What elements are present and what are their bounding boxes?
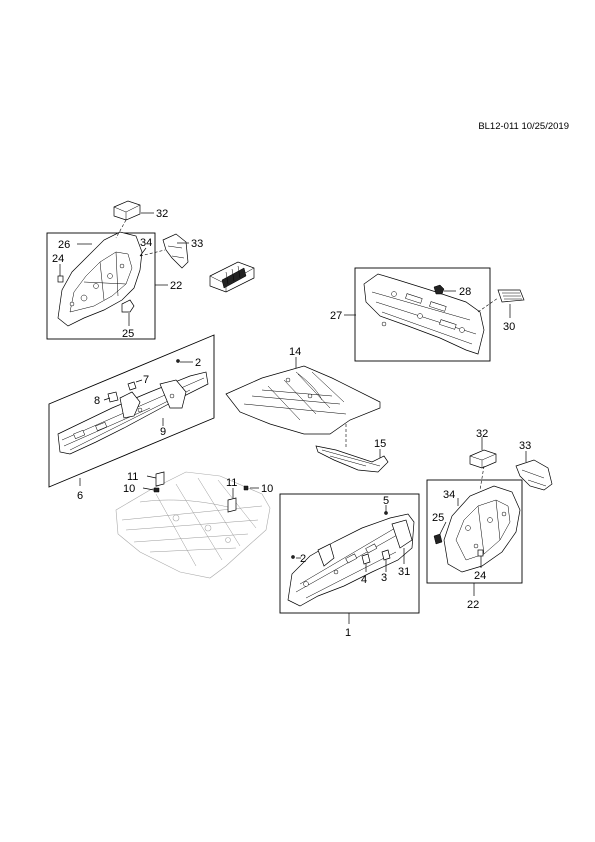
group-27-frame <box>354 267 491 362</box>
part-10-fastener-left <box>153 487 160 493</box>
diagram-code: BL12-011 10/25/2019 <box>478 121 569 132</box>
group-22-frame-upper <box>46 232 156 340</box>
callout-14: 14 <box>289 346 301 358</box>
callout-11-left: 11 <box>127 471 138 483</box>
part-10-fastener-right <box>243 485 249 491</box>
callout-7: 7 <box>143 374 149 386</box>
callout-24-upper: 24 <box>52 253 64 265</box>
callout-26: 26 <box>58 239 70 251</box>
part-25-clip-lower <box>433 533 443 545</box>
callout-3: 3 <box>381 572 387 584</box>
callout-34-upper: 34 <box>140 237 152 249</box>
part-7-clip <box>127 381 137 391</box>
callout-10-left: 10 <box>123 483 135 495</box>
callout-1: 1 <box>345 627 351 639</box>
part-28-nut <box>433 284 445 295</box>
callout-24-lower: 24 <box>474 570 486 582</box>
group-1-frame <box>279 493 420 614</box>
callout-30: 30 <box>503 321 515 333</box>
part-11-bracket-right <box>227 497 237 513</box>
callout-25-lower: 25 <box>432 512 444 524</box>
callout-22-lower: 22 <box>467 599 479 611</box>
wheelhouse-panel-lower <box>443 485 521 573</box>
group-6-left: 2 7 8 9 6 <box>48 334 215 502</box>
part-25-clip-upper <box>121 299 135 313</box>
callout-25-upper: 25 <box>122 328 134 340</box>
crossmember-15: 15 <box>315 438 389 473</box>
callout-5: 5 <box>383 495 389 507</box>
group-22-lower-right: 32 33 34 25 24 22 <box>426 428 553 611</box>
callout-22-upper: 22 <box>170 280 182 292</box>
part-4-clip <box>361 553 371 565</box>
part-32-block-lower <box>469 449 497 469</box>
callout-2-center: 2 <box>300 553 306 565</box>
group-27-upper-right: 28 27 30 <box>330 267 525 362</box>
callout-33-upper: 33 <box>191 238 203 250</box>
part-24-fastener-lower <box>477 549 484 557</box>
part-33-bracket-upper <box>162 233 189 269</box>
part-8-clip <box>107 391 119 403</box>
crossmember-15-part <box>315 445 389 473</box>
part-2-bolt-center <box>291 555 295 559</box>
part-3-clip <box>381 549 391 561</box>
wheelhouse-panel-upper <box>57 231 143 327</box>
callout-4: 4 <box>361 574 367 586</box>
group-6-frame <box>48 334 215 488</box>
part-24-fastener-upper <box>57 275 64 283</box>
floor-panel-14: 14 <box>225 346 381 448</box>
callout-27: 27 <box>330 310 342 322</box>
callout-32-upper: 32 <box>156 208 168 220</box>
group-22-upper-left: 32 26 34 33 24 22 25 <box>46 200 203 340</box>
callout-2-left: 2 <box>195 357 201 369</box>
callout-33-lower: 33 <box>519 440 531 452</box>
reference-underbody: 11 10 11 10 <box>115 471 273 579</box>
group-22-frame-lower <box>426 479 523 584</box>
part-33-bracket-lower <box>515 459 553 491</box>
group-1-center: 5 2 4 3 31 1 <box>279 493 420 639</box>
callout-6: 6 <box>77 490 83 502</box>
loose-bracket-stack <box>209 261 255 293</box>
callout-28: 28 <box>459 286 471 298</box>
part-2-bolt-left <box>176 359 180 363</box>
callout-10-right: 10 <box>261 483 273 495</box>
callout-11-right: 11 <box>226 477 237 489</box>
part-32-block-upper <box>113 200 141 221</box>
callout-8: 8 <box>94 395 100 407</box>
callout-15: 15 <box>374 438 386 450</box>
callout-9: 9 <box>160 426 166 438</box>
part-11-bracket-left <box>155 471 165 487</box>
callout-32-lower: 32 <box>476 428 488 440</box>
callout-34-lower: 34 <box>443 489 455 501</box>
callout-31: 31 <box>398 566 410 578</box>
